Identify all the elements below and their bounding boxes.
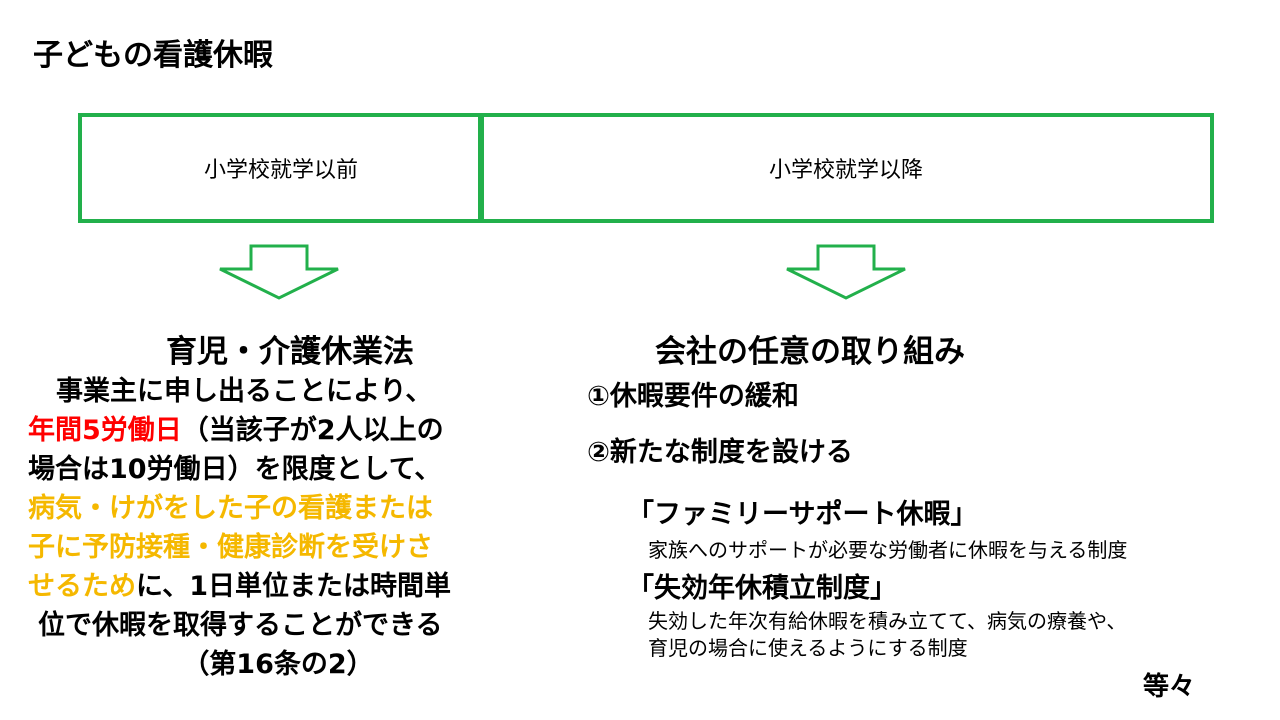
law-article-ref: （第16条の2） (182, 649, 374, 680)
highlight-yellow-text: せるため (28, 571, 136, 602)
highlight-red-text: 年間5労働日 (28, 415, 182, 446)
header-box-before-school: 小学校就学以前 (78, 113, 484, 223)
law-description: 事業主に申し出ることにより、 年間5労働日（当該子が2人以上の 場合は10労働日… (28, 372, 568, 684)
etc-label: 等々 (1143, 672, 1196, 702)
highlight-yellow-text: 子に予防接種・健康診断を受けさ (28, 532, 433, 563)
company-item-relax-requirements: ①休暇要件の緩和 (587, 381, 799, 412)
expired-leave-accumulation-title: 「失効年休積立制度」 (627, 573, 897, 604)
page-title: 子どもの看護休暇 (33, 38, 273, 73)
desc-line: 失効した年次有給休暇を積み立てて、病気の療養や、 (648, 609, 1127, 633)
down-arrow-icon (219, 244, 339, 300)
family-support-leave-title: 「ファミリーサポート休暇」 (627, 499, 978, 530)
expired-leave-accumulation-desc: 失効した年次有給休暇を積み立てて、病気の療養や、 育児の場合に使えるようにする制… (648, 608, 1126, 662)
law-line: 年間5労働日（当該子が2人以上の (28, 411, 568, 450)
header-label-before-school: 小学校就学以前 (203, 158, 358, 183)
header-box-after-school: 小学校就学以降 (478, 113, 1214, 223)
highlight-yellow-text: 病気・けがをした子の看護または (28, 493, 433, 524)
family-support-leave-desc: 家族へのサポートが必要な労働者に休暇を与える制度 (648, 538, 1128, 562)
header-label-after-school: 小学校就学以降 (768, 158, 923, 183)
company-item-new-system: ②新たな制度を設ける (587, 437, 853, 468)
company-heading: 会社の任意の取り組み (655, 334, 965, 370)
law-line-rest: （当該子が2人以上の (181, 415, 444, 446)
desc-line: 育児の場合に使えるようにする制度 (648, 636, 968, 660)
down-arrow-icon (786, 244, 906, 300)
law-heading: 育児・介護休業法 (166, 334, 414, 370)
law-line: 事業主に申し出ることにより、 (56, 376, 433, 407)
law-line: 場合は10労働日）を限度として、 (28, 454, 442, 485)
law-line: 位で休暇を取得することができる (38, 610, 443, 641)
law-line: せるために、1日単位または時間単 (28, 567, 568, 606)
law-line-rest: に、1日単位または時間単 (136, 571, 451, 602)
